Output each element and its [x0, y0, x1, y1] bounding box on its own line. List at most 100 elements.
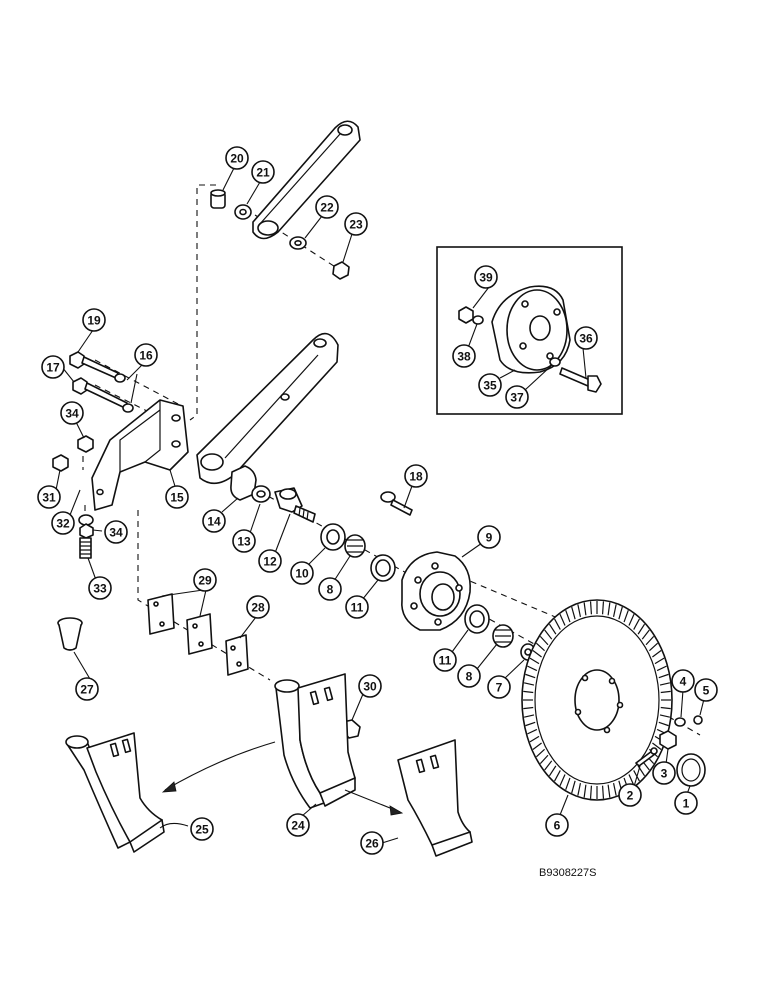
callout-number: 35	[483, 379, 497, 393]
leader-lines	[55, 167, 705, 844]
callout-circle	[652, 761, 676, 785]
callout-circle	[246, 595, 270, 619]
callout-37: 37	[505, 385, 529, 409]
callout-6: 6	[545, 813, 569, 837]
callout-circle	[258, 549, 282, 573]
callout-circle	[457, 664, 481, 688]
callout-25: 25	[190, 817, 214, 841]
callout-circle	[51, 511, 75, 535]
callout-number: 27	[80, 683, 94, 697]
upper-arm-hardware	[210, 189, 350, 280]
callout-number: 1	[683, 797, 690, 811]
callout-circle	[190, 817, 214, 841]
callout-1: 1	[674, 791, 698, 815]
callout-7: 7	[487, 675, 511, 699]
callout-number: 24	[291, 819, 305, 833]
callout-number: 18	[409, 470, 423, 484]
callout-circle	[202, 509, 226, 533]
callout-circle	[286, 813, 310, 837]
callout-number: 19	[87, 314, 101, 328]
callout-31: 31	[37, 485, 61, 509]
callout-circle	[290, 561, 314, 585]
callout-32: 32	[51, 511, 75, 535]
callout-number: 36	[579, 332, 593, 346]
callout-circle	[452, 344, 476, 368]
callout-circle	[345, 595, 369, 619]
callout-8: 8	[457, 664, 481, 688]
callout-26: 26	[360, 831, 384, 855]
callout-circle	[360, 831, 384, 855]
callout-number: 21	[256, 166, 270, 180]
callout-circle	[694, 678, 718, 702]
scraper	[397, 739, 473, 857]
callout-number: 4	[680, 675, 687, 689]
callout-circle	[404, 464, 428, 488]
callout-5: 5	[694, 678, 718, 702]
callout-circle	[232, 529, 256, 553]
callout-number: 11	[439, 654, 452, 668]
callout-23: 23	[344, 212, 368, 236]
callout-number: 12	[263, 555, 277, 569]
callout-19: 19	[82, 308, 106, 332]
callout-circle	[618, 783, 642, 807]
callout-13: 13	[232, 529, 256, 553]
callout-circle	[165, 485, 189, 509]
callout-33: 33	[88, 576, 112, 600]
callout-29: 29	[193, 568, 217, 592]
callout-14: 14	[202, 509, 226, 533]
callout-8: 8	[318, 577, 342, 601]
callout-number: 7	[496, 681, 503, 695]
callout-2: 2	[618, 783, 642, 807]
part-callouts: 1234567889101111121314151617181920212223…	[37, 146, 718, 855]
inset-detail	[436, 246, 623, 415]
callout-27: 27	[75, 677, 99, 701]
callout-number: 16	[139, 349, 153, 363]
callout-36: 36	[574, 326, 598, 350]
callout-number: 3	[661, 767, 668, 781]
callout-circle	[82, 308, 106, 332]
flow-arrows	[161, 741, 404, 816]
callout-circle	[41, 355, 65, 379]
callout-number: 10	[295, 567, 309, 581]
callout-number: 2	[627, 789, 634, 803]
callout-22: 22	[315, 195, 339, 219]
lower-arm	[196, 332, 339, 485]
callout-circle	[433, 648, 457, 672]
callout-28: 28	[246, 595, 270, 619]
callout-circle	[37, 485, 61, 509]
callout-number: 34	[109, 526, 123, 540]
callout-9: 9	[477, 525, 501, 549]
callout-number: 15	[170, 491, 184, 505]
hub-bolt	[380, 491, 413, 516]
callout-circle	[193, 568, 217, 592]
callout-circle	[487, 675, 511, 699]
callout-16: 16	[134, 343, 158, 367]
hub-cap-hardware	[635, 715, 706, 787]
callout-number: 22	[320, 201, 334, 215]
mounting-bracket	[91, 399, 189, 511]
figure-reference: B9308227S	[539, 867, 597, 879]
callout-35: 35	[478, 373, 502, 397]
seed-boot-left	[65, 732, 165, 853]
shims	[147, 593, 249, 676]
callout-number: 20	[230, 152, 244, 166]
callout-number: 13	[237, 535, 251, 549]
callout-circle	[505, 385, 529, 409]
callout-circle	[344, 212, 368, 236]
callout-number: 8	[466, 670, 473, 684]
callout-number: 38	[457, 350, 471, 364]
callout-number: 29	[198, 574, 212, 588]
callout-24: 24	[286, 813, 310, 837]
callout-number: 11	[351, 601, 364, 615]
callout-17: 17	[41, 355, 65, 379]
callout-circle	[474, 265, 498, 289]
callout-circle	[225, 146, 249, 170]
callout-39: 39	[474, 265, 498, 289]
callout-circle	[674, 791, 698, 815]
callout-circle	[478, 373, 502, 397]
bracket-nuts	[52, 435, 94, 559]
callout-number: 6	[554, 819, 561, 833]
callout-number: 32	[56, 517, 70, 531]
callout-number: 37	[510, 391, 524, 405]
